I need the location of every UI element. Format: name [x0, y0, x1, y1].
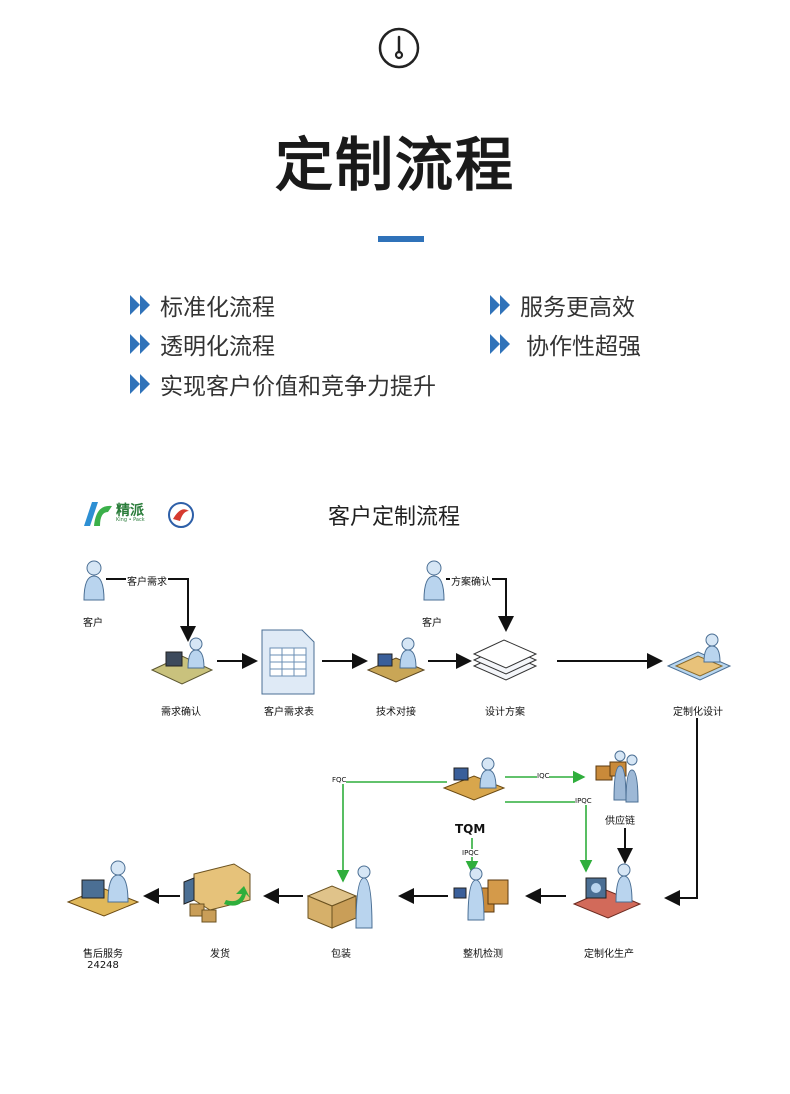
spreadsheet-icon: [261, 629, 315, 695]
aftersales-desk-icon: [66, 860, 140, 917]
node-label-packing: 包装: [331, 949, 351, 960]
node-label-req-table: 客户需求表: [264, 707, 314, 718]
diagram-title: 客户定制流程: [328, 505, 461, 530]
edge-label-iqc: IQC: [537, 772, 550, 780]
node-label-custom-prod: 定制化生产: [584, 949, 634, 960]
feature-label: 实现客户价值和竞争力提升: [160, 374, 436, 400]
double-arrow-icon: [490, 334, 510, 354]
inspection-icon: [453, 867, 509, 921]
feature-item: 实现客户价值和竞争力提升: [130, 367, 436, 401]
node-label-supply-chain: 供应链: [605, 816, 635, 827]
edge-ipqc-supply: [505, 801, 593, 873]
node-label-tech: 技术对接: [376, 707, 416, 718]
logo-name: 精派: [116, 503, 144, 519]
double-arrow-icon: [490, 295, 510, 315]
double-arrow-icon: [130, 295, 150, 315]
feature-item: 透明化流程: [130, 327, 275, 361]
title-underline: [378, 236, 424, 242]
design-table-icon: [666, 633, 732, 681]
node-label-design-plan: 设计方案: [485, 707, 525, 718]
node-label-custom-design: 定制化设计: [673, 707, 723, 718]
feature-item: 协作性超强: [490, 327, 641, 361]
feature-item: 标准化流程: [130, 288, 275, 322]
node-label-req-confirm: 需求确认: [161, 707, 201, 718]
double-arrow-icon: [130, 334, 150, 354]
tech-meeting-icon: [366, 637, 426, 683]
customer-icon: [423, 560, 445, 601]
edge-label-ipqc-inspect: IPQC: [462, 849, 479, 857]
gauge-icon: [378, 27, 420, 69]
edge-design-prod: [664, 718, 698, 906]
edge-label-plan-confirm: 方案确认: [450, 573, 492, 588]
edge-label-ipqc-supply: IPQC: [575, 797, 592, 805]
desk-worker-icon: [150, 637, 214, 685]
edge-fqc: [336, 781, 447, 883]
edge-label-customer-req: 客户需求: [126, 573, 168, 588]
customer-icon: [83, 560, 105, 601]
kingpack-logo-icon: [84, 502, 112, 526]
node-label-aftersales: 售后服务: [83, 949, 123, 960]
feature-item: 服务更高效: [490, 288, 635, 322]
delivery-truck-icon: [183, 863, 251, 923]
node-label-inspection: 整机检测: [463, 949, 503, 960]
logo-subtitle: King • Pack: [116, 517, 145, 523]
flow-lines: [106, 578, 698, 906]
node-label-shipping: 发货: [210, 949, 230, 960]
supply-chain-icon: [595, 750, 639, 803]
double-arrow-icon: [130, 374, 150, 394]
production-icon: [572, 863, 642, 919]
quality-station-icon: [442, 757, 506, 801]
feature-label: 协作性超强: [526, 334, 641, 360]
node-label-customer: 客户: [83, 618, 103, 629]
emblem-icon: [168, 502, 194, 528]
feature-label: 透明化流程: [160, 334, 275, 360]
node-label-tqm: TQM: [455, 822, 486, 836]
node-label-customer: 客户: [422, 618, 442, 629]
packing-icon: [306, 865, 373, 929]
node-label-aftersales-hours: 24248: [87, 960, 119, 971]
page-title: 定制流程: [274, 131, 515, 199]
feature-label: 标准化流程: [160, 295, 275, 321]
edge-label-fqc: FQC: [332, 776, 347, 784]
documents-stack-icon: [472, 639, 538, 681]
feature-label: 服务更高效: [520, 295, 635, 321]
edge-customer-req: [106, 578, 196, 642]
